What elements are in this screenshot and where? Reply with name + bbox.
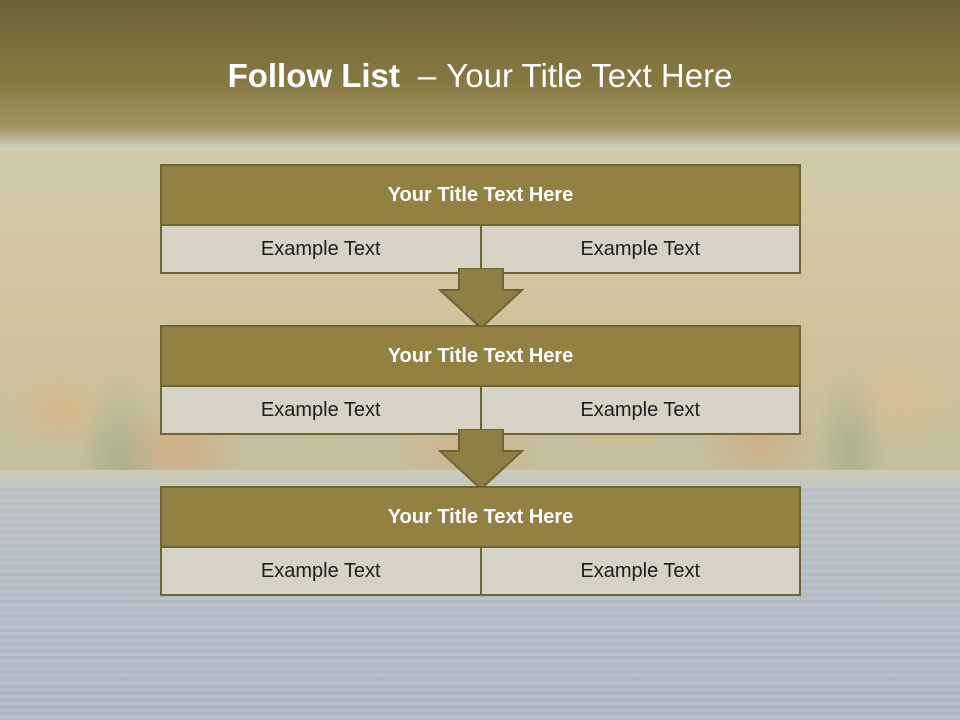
- flow-block-right-cell: Example Text: [479, 226, 799, 272]
- flow-block-3: Your Title Text Here Example Text Exampl…: [160, 486, 801, 596]
- flow-block-left-cell: Example Text: [162, 387, 480, 433]
- flow-block-2: Your Title Text Here Example Text Exampl…: [160, 325, 801, 435]
- flow-block-row: Example Text Example Text: [162, 548, 799, 594]
- flow-block-title: Your Title Text Here: [162, 166, 799, 226]
- flow-block-title: Your Title Text Here: [162, 488, 799, 548]
- flow-block-left-cell: Example Text: [162, 548, 480, 594]
- slide-title: Follow List–Your Title Text Here: [0, 54, 960, 98]
- flow-block-left-cell: Example Text: [162, 226, 480, 272]
- flow-block-title: Your Title Text Here: [162, 327, 799, 387]
- flow-block-row: Example Text Example Text: [162, 387, 799, 433]
- flow-block-right-cell: Example Text: [479, 548, 799, 594]
- slide-title-bold: Follow List: [227, 57, 400, 94]
- down-arrow-icon: [438, 268, 524, 330]
- flow-block-right-cell: Example Text: [479, 387, 799, 433]
- slide-title-rest: Your Title Text Here: [446, 57, 733, 94]
- slide-title-separator: –: [417, 57, 437, 94]
- header-band: [0, 0, 960, 150]
- flow-block-1: Your Title Text Here Example Text Exampl…: [160, 164, 801, 274]
- down-arrow-icon: [438, 429, 524, 491]
- flow-block-row: Example Text Example Text: [162, 226, 799, 272]
